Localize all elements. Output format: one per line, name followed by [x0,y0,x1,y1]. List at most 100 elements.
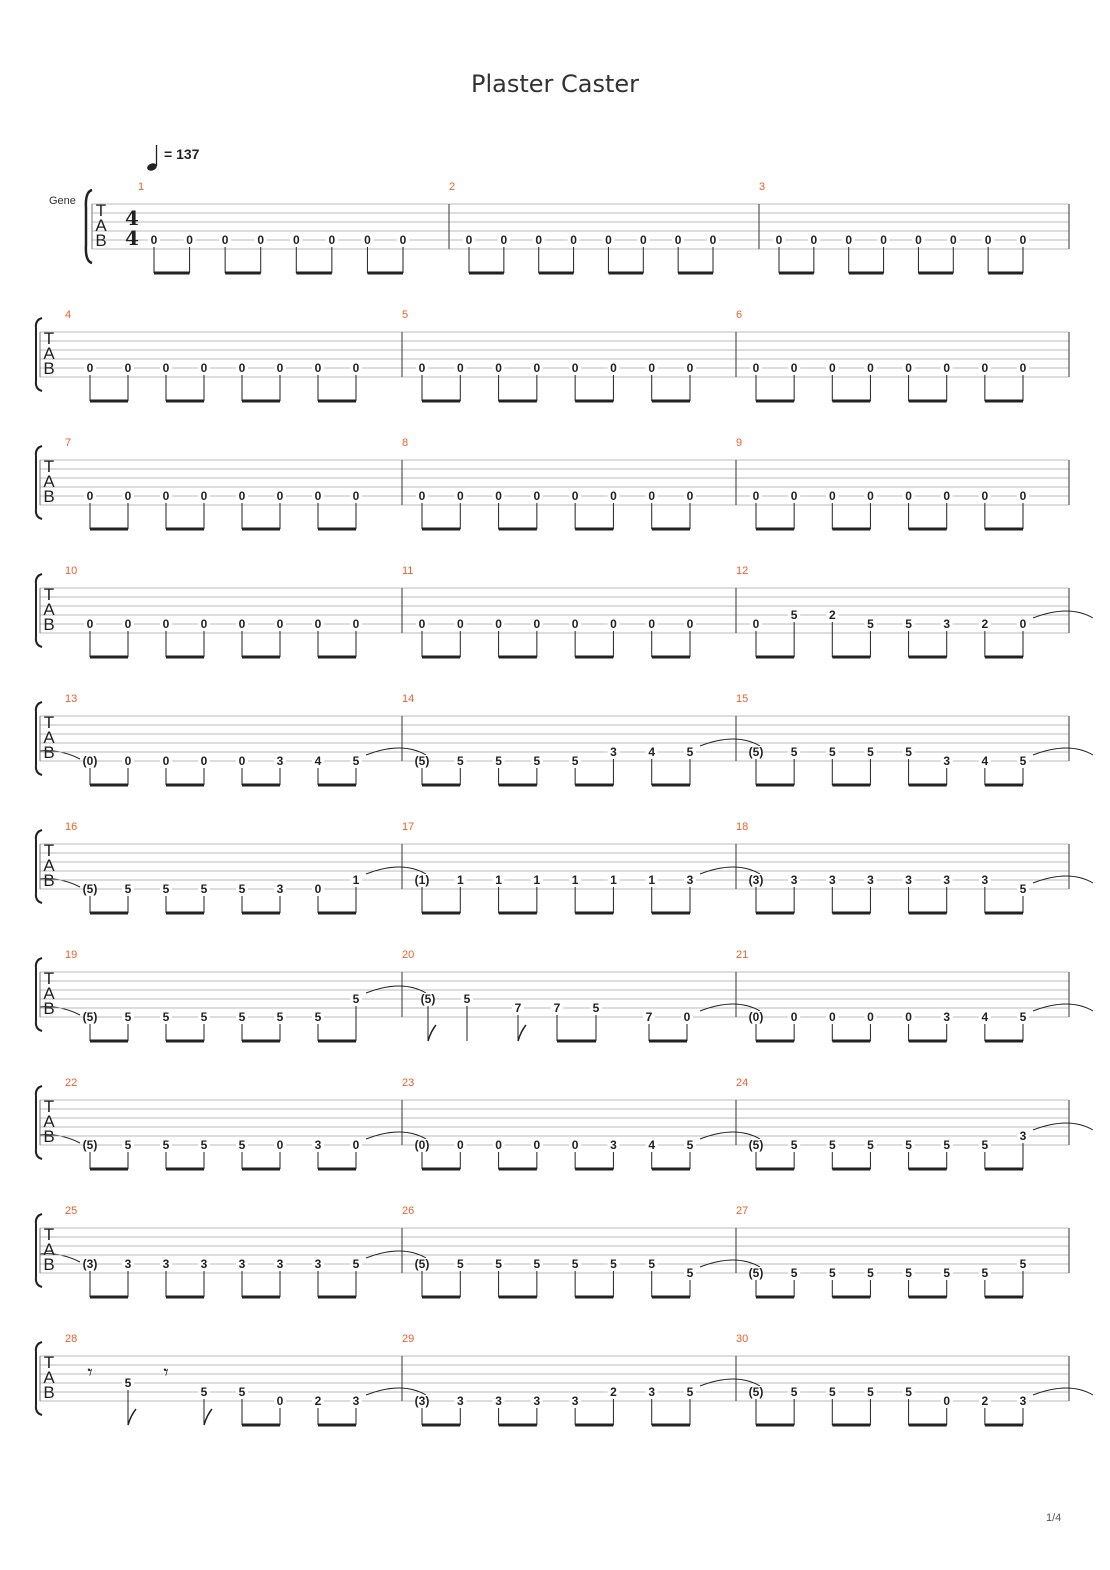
fret-mask [569,618,582,629]
fret-number: 0 [572,1138,579,1152]
fret-mask [497,234,510,245]
fret-mask [350,1139,362,1150]
tie-arc [1032,610,1094,619]
fret-mask [84,362,96,373]
fret-number: 0 [457,1138,464,1152]
tab-clef-letter: B [43,999,54,1018]
fret-mask [1017,1130,1029,1141]
fret-mask [198,755,210,766]
fret-number: 0 [353,489,360,503]
fret-number: 0 [239,361,246,375]
fret-mask [645,746,658,757]
fret-mask [361,234,374,245]
fret-mask [160,755,172,766]
fret-number: 3 [905,873,912,887]
fret-mask [1017,362,1029,373]
fret-number: 0 [534,617,541,631]
fret-number: 5 [905,1138,912,1152]
fret-number: 0 [163,361,170,375]
fret-mask [198,883,210,894]
fret-number: 0 [239,489,246,503]
measure-number: 4 [65,309,71,321]
time-signature-bottom: 4 [125,226,139,250]
fret-mask [198,618,210,629]
fret-mask [84,1258,96,1269]
fret-number: 0 [239,754,246,768]
fret-mask [236,362,248,373]
fret-number: 5 [943,1266,950,1280]
fret-number: 0 [905,361,912,375]
system-bracket [34,701,43,776]
fret-number: 0 [534,1138,541,1152]
fret-number: 5 [1020,1257,1027,1271]
fret-number: 3 [125,1257,132,1271]
fret-mask [530,874,543,885]
fret-mask [198,362,210,373]
fret-mask [978,874,991,885]
fret-mask [864,490,877,501]
fret-mask [940,362,953,373]
fret-mask [750,618,762,629]
measure-number: 16 [65,821,77,833]
fret-mask [607,746,620,757]
fret-number: 0 [610,361,617,375]
fret-number: 5 [791,1138,798,1152]
fret-mask [312,1258,324,1269]
fret-mask [454,1139,467,1150]
fret-number: 1 [457,873,464,887]
fret-number: 3 [239,1257,246,1271]
fret-number: 0 [125,754,132,768]
tie-arc [699,1378,761,1387]
fret-mask [416,618,428,629]
tab-clef-letter: B [43,1127,54,1146]
tab-clef-letter: B [43,1383,54,1402]
fret-mask [84,1011,96,1022]
fret-mask [198,1258,210,1269]
fret-mask [684,746,696,757]
fret-mask [947,234,960,245]
fret-number: 3 [610,1138,617,1152]
tie-arc [365,985,427,994]
fret-number: 0 [791,361,798,375]
fret-mask [902,1386,915,1397]
tab-clef-letter: A [43,984,55,1003]
fret-number: 0 [570,233,577,247]
fret-number: 0 [829,1010,836,1024]
fret-number: 0 [277,617,284,631]
fret-mask [454,490,467,501]
fret-number: 5 [905,1385,912,1399]
measure-number: 10 [65,565,77,577]
fret-number: 0 [87,489,94,503]
fret-mask [236,755,248,766]
tab-clef-letter: T [96,201,106,220]
tab-clef-letter: B [43,1255,54,1274]
fret-mask [416,874,428,885]
fret-number: 0 [353,1138,360,1152]
fret-mask [684,1139,696,1150]
fret-mask [788,746,801,757]
fret-number: 1 [353,873,360,887]
fret-number: 1 [495,873,502,887]
fret-mask [236,618,248,629]
fret-mask [122,1011,134,1022]
fret-mask [607,1258,620,1269]
fret-number: 3 [457,1394,464,1408]
fret-mask [750,874,762,885]
fret-mask [183,234,196,245]
fret-number: 5 [791,608,798,622]
fret-mask [684,618,696,629]
fret-number: 0 [315,882,322,896]
fret-number: 0 [1020,361,1027,375]
fret-number: 0 [419,489,426,503]
fret-number: 0 [905,489,912,503]
fret-number: 0 [791,489,798,503]
measure-number: 1 [138,181,144,193]
fret-number: 7 [515,1001,522,1015]
fret-number: 0 [610,489,617,503]
fret-mask [864,746,877,757]
fret-number: 0 [687,617,694,631]
fret-mask [940,1139,953,1150]
tab-clef-letter: A [43,728,55,747]
tab-clef-letter: T [44,841,54,860]
fret-mask [492,1395,505,1406]
